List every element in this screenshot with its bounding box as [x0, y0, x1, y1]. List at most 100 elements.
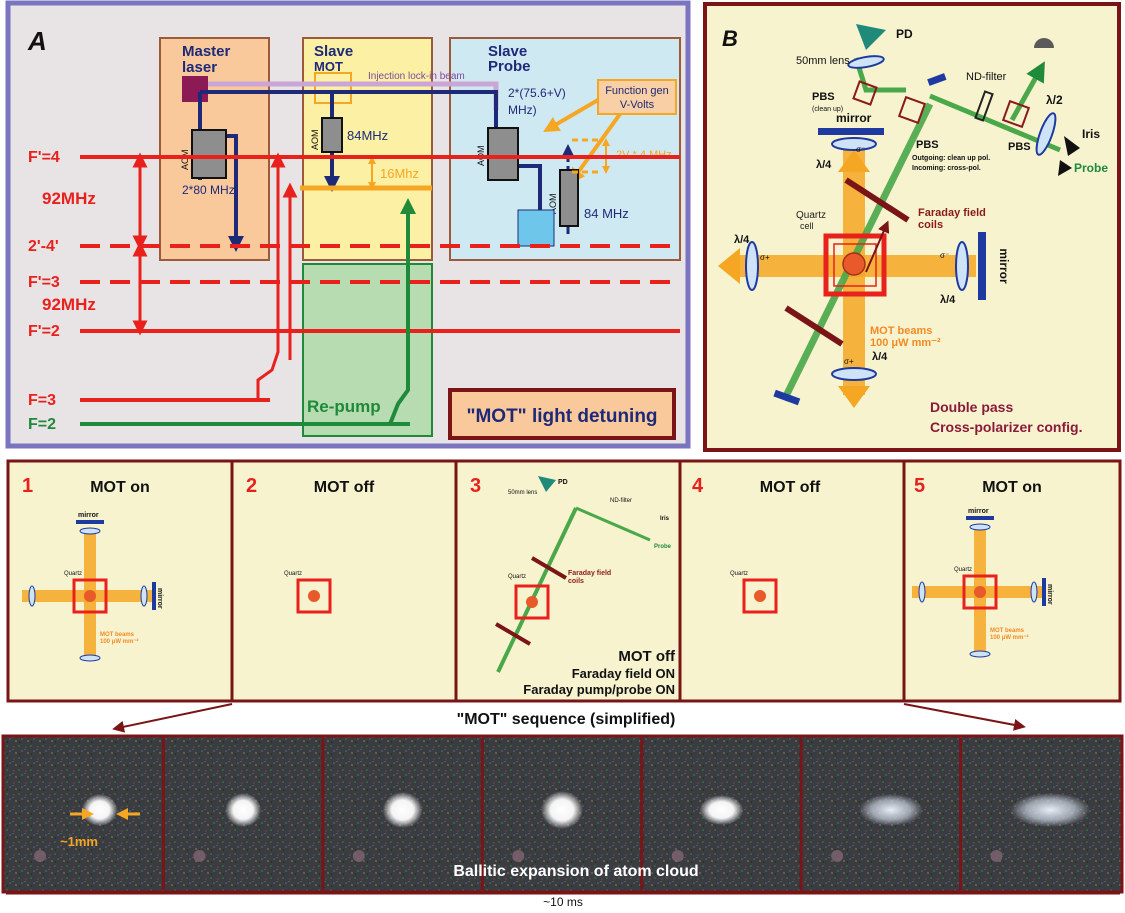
master-line1: Master: [182, 43, 231, 60]
repump-label: Re-pump: [307, 397, 381, 416]
background-speck: [34, 850, 46, 862]
step-4-cloud: [754, 590, 766, 602]
step-5-plate-bottom: [970, 651, 990, 657]
background-speck: [672, 850, 684, 862]
quartz-line2: cell: [800, 221, 814, 231]
background-speck: [193, 850, 205, 862]
step-4-quartz: Quartz: [730, 571, 748, 577]
level-label-f3: F=3: [28, 392, 56, 409]
step-5-mirror-label: mirror: [968, 508, 989, 515]
faraday-line2: coils: [918, 219, 943, 231]
lens-50-label: 50mm lens: [796, 55, 850, 67]
level-label-f2: F=2: [28, 416, 56, 433]
left-quarter-wave-plate: [746, 242, 758, 290]
top-mirror-label: mirror: [836, 111, 872, 125]
step-2-quartz: Quartz: [284, 571, 302, 577]
detuning-title: "MOT" light detuning: [466, 406, 657, 427]
top-mirror: [818, 128, 884, 135]
step-2-cloud: [308, 590, 320, 602]
background-speck: [353, 850, 365, 862]
step-5-plate-top: [970, 524, 990, 530]
sigma-right: σ⁻: [940, 251, 949, 260]
pbs-cleanup-label: PBS: [812, 91, 835, 103]
step-1-title: MOT on: [90, 479, 150, 496]
function-gen-line1: Function gen: [605, 85, 669, 97]
step-1-plate-right: [141, 586, 147, 606]
step-1-plate-top: [80, 528, 100, 534]
step-3-line2: Faraday field ON: [572, 666, 675, 681]
step-5-mot-beams-2: 100 μW mm⁻²: [990, 634, 1029, 641]
slave-mot-line1: Slave: [314, 43, 353, 60]
step-1-mot-beams-1: MOT beams: [100, 632, 135, 638]
step-3-nd: ND-filter: [610, 498, 632, 504]
function-gen-line2: V-Volts: [620, 99, 655, 111]
atom-cloud-frame: [859, 794, 923, 826]
panel-a: A Master laser Slave MOT Slave Probe Inj…: [8, 3, 688, 446]
probe-cell: [518, 210, 554, 246]
mot-beams-line1: MOT beams: [870, 325, 932, 337]
atom-cloud-frame: [699, 795, 743, 825]
level-label-2-4: 2'-4': [28, 238, 59, 255]
right-mirror-label: mirror: [997, 248, 1011, 284]
level-label-f2-prime: F'=2: [28, 323, 60, 340]
step-1-mirror: [76, 520, 104, 524]
step-5-mirror-right: [1042, 578, 1046, 606]
pbs-cleanup-sub: (clean up): [812, 106, 843, 113]
panel-b-letter: B: [722, 26, 738, 51]
aom-master: [192, 130, 226, 178]
step-3-line1: MOT off: [618, 648, 676, 665]
step-1-mirror-right-label: mirror: [156, 588, 163, 609]
sequence-frame: [8, 461, 1120, 701]
slave-mot-line2: MOT: [314, 59, 343, 74]
bottom-lambda4: λ/4: [872, 351, 888, 363]
master-line2: laser: [182, 59, 217, 76]
right-mirror: [978, 232, 986, 300]
slave-probe-line2: Probe: [488, 58, 531, 75]
step-1-plate-bottom: [80, 655, 100, 661]
step-5-number: 5: [914, 475, 925, 497]
step-3-quartz: Quartz: [508, 574, 526, 580]
step-1-mot-beams-2: 100 μW mm⁻²: [100, 638, 139, 645]
bottom-quarter-wave-plate: [832, 368, 876, 380]
gap-lower-label: 92MHz: [42, 295, 96, 314]
iris-label: Iris: [1082, 127, 1100, 141]
probe-label: Probe: [1074, 161, 1108, 175]
aom-mot: [322, 118, 342, 152]
step-1-mirror-label: mirror: [78, 512, 99, 519]
aom-mot-label: AOM: [310, 129, 320, 150]
background-speck: [991, 850, 1003, 862]
step-1-cloud: [84, 590, 96, 602]
step-2-title: MOT off: [314, 479, 375, 496]
freq-84-top: 84MHz: [347, 128, 388, 143]
step-1-mirror-right: [152, 582, 156, 610]
step-5-quartz: Quartz: [954, 567, 972, 573]
step-5-title: MOT on: [982, 479, 1042, 496]
step-3-number: 3: [470, 475, 481, 497]
lambda2-label: λ/2: [1046, 93, 1063, 107]
step-3-faraday-2: coils: [568, 578, 584, 585]
atom-cloud-frame: [541, 791, 583, 829]
step-4-title: MOT off: [760, 479, 821, 496]
sequence-arrow-right: [904, 704, 1020, 726]
double-pass-line1: Double pass: [930, 399, 1013, 415]
step-3-pd: PD: [558, 479, 568, 486]
top-lambda4: λ/4: [816, 159, 832, 171]
step-1-plate-left: [29, 586, 35, 606]
sequence-row: 1 MOT on mirror mirror Quartz MOT beams …: [8, 461, 1120, 701]
step-5-plate-right: [1031, 582, 1037, 602]
step-5-cloud: [974, 586, 986, 598]
freq-84-bottom: 84 MHz: [584, 206, 629, 221]
step-4-number: 4: [692, 475, 704, 497]
aom-probe-2: [560, 170, 578, 226]
step-3-lens: 50mm lens: [508, 490, 537, 496]
left-lambda4: λ/4: [734, 234, 750, 246]
step-1-number: 1: [22, 475, 33, 497]
step-3-line3: Faraday pump/probe ON: [523, 682, 675, 697]
aom-master-label: AOM: [180, 149, 190, 170]
sigma-bottom: σ+: [844, 357, 854, 366]
sigma-top: σ⁻: [856, 145, 865, 154]
master-laser-source: [182, 76, 208, 102]
panel-a-letter: A: [27, 26, 47, 56]
pd-label: PD: [896, 27, 913, 41]
